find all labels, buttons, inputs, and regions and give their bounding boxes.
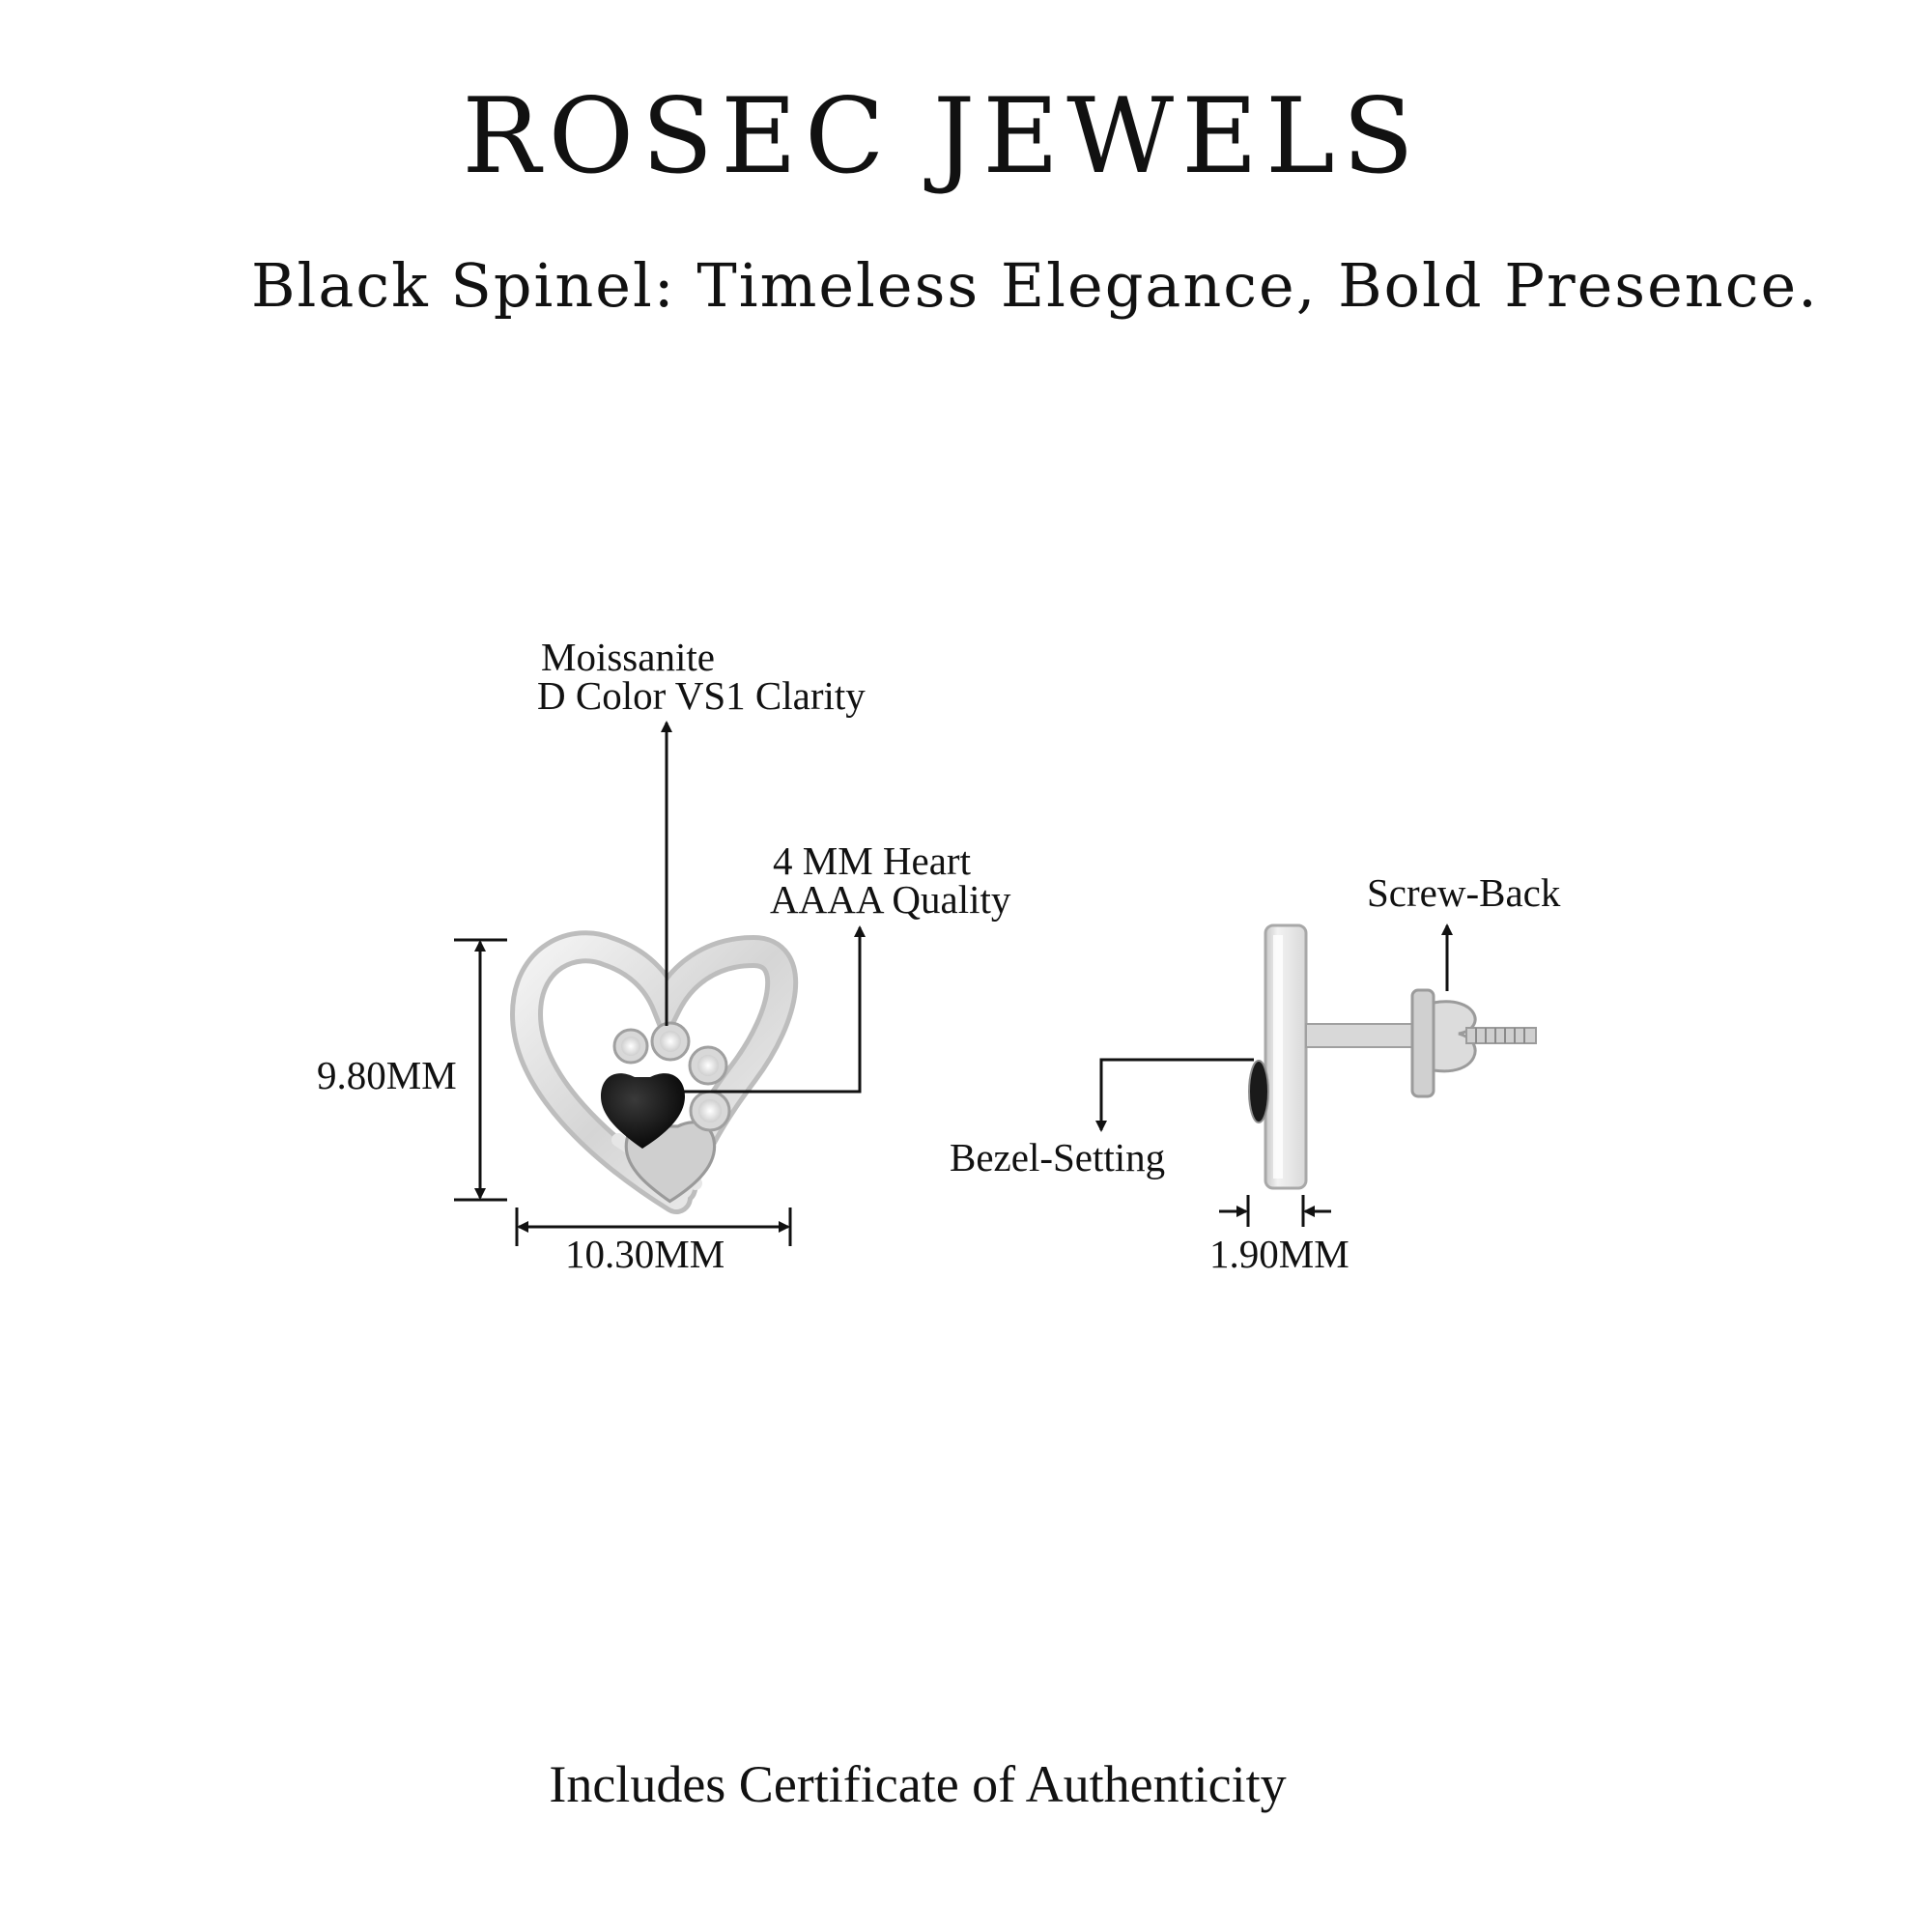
screw-back-label: Screw-Back [1367,870,1561,915]
moissanite-label-line2: D Color VS1 Clarity [537,673,866,718]
moissanite-stones [612,1021,731,1132]
height-label: 9.80MM [317,1053,457,1097]
moissanite-label-line1: Moissanite [541,635,715,679]
front-view-earring [509,930,799,1214]
thickness-dimension: 1.90MM [1209,1195,1350,1276]
black-spinel-heart-stone [601,1073,717,1204]
center-stone-label-line2: AAAA Quality [770,877,1011,922]
moissanite-callout: Moissanite D Color VS1 Clarity [537,635,866,1026]
center-stone-callout: 4 MM Heart AAAA Quality [676,838,1011,1094]
tagline: Black Spinel: Timeless Elegance, Bold Pr… [251,250,1819,321]
screw-back-callout: Screw-Back [1367,870,1561,991]
thickness-label: 1.90MM [1209,1232,1350,1276]
brand-title: ROSEC JEWELS [462,76,1422,197]
height-dimension: 9.80MM [317,938,507,1202]
bezel-setting-callout: Bezel-Setting [950,1058,1254,1179]
certificate-note: Includes Certificate of Authenticity [549,1755,1287,1813]
bezel-setting-label: Bezel-Setting [950,1135,1165,1179]
center-stone-label-line1: 4 MM Heart [773,838,972,883]
width-label: 10.30MM [565,1232,724,1276]
side-view-earring [1248,923,1537,1190]
width-dimension: 10.30MM [515,1208,792,1276]
